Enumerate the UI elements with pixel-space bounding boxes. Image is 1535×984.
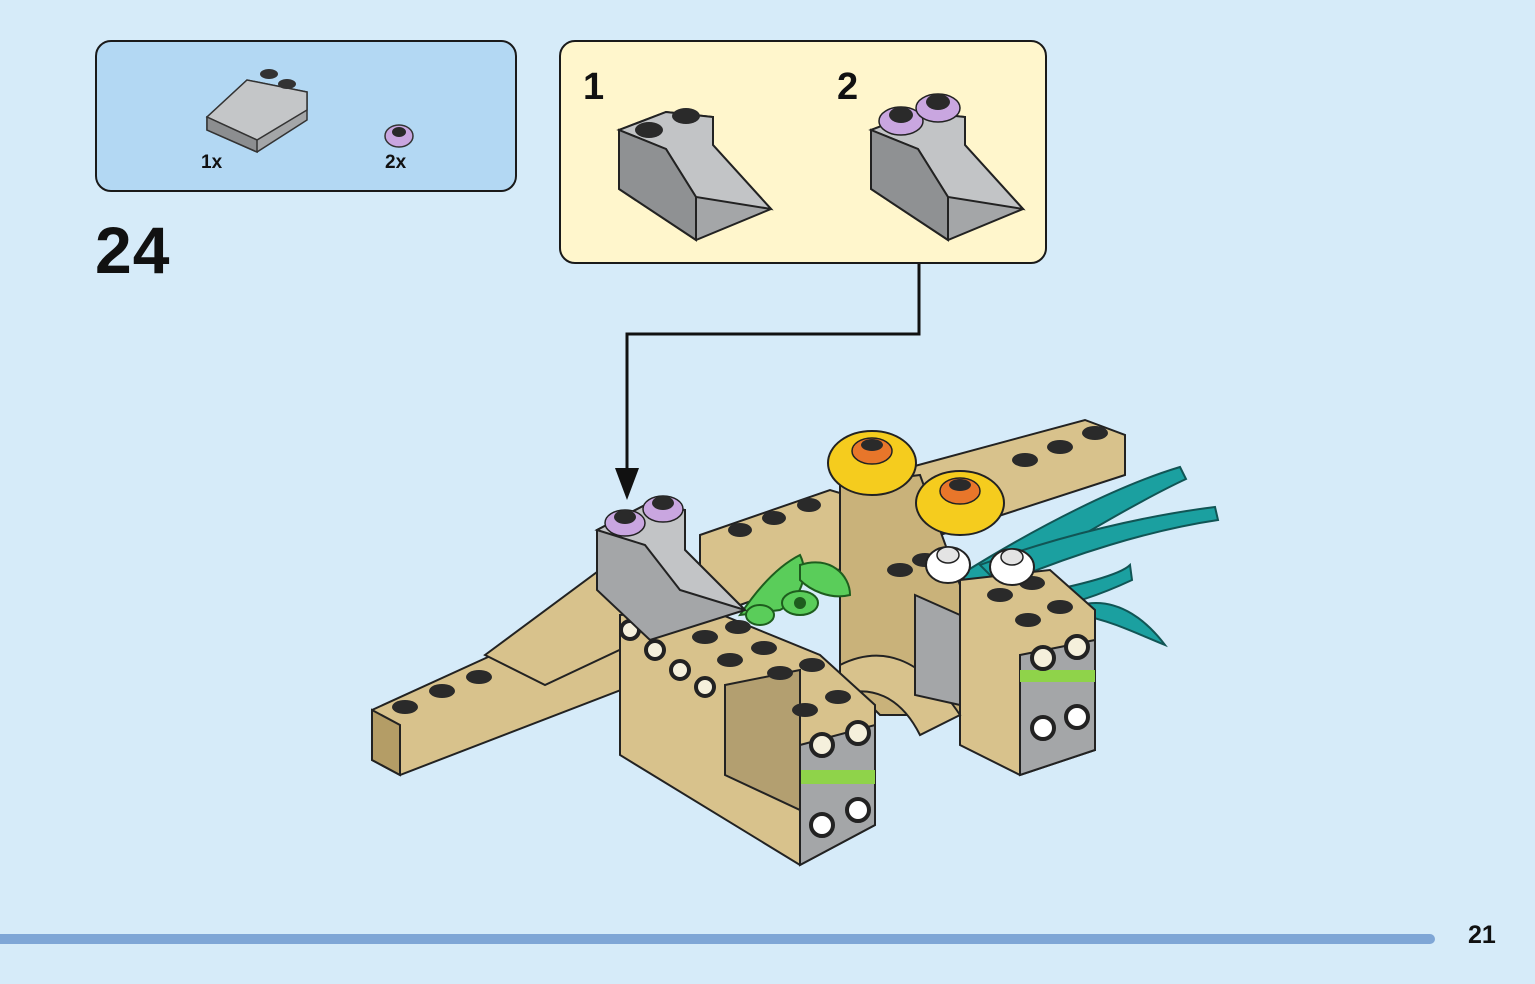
flower-plate-quantity: 2x xyxy=(385,152,407,173)
step-number: 24 xyxy=(95,213,171,287)
sub-step-1-slope-brick-icon xyxy=(616,108,774,242)
sub-step-2-slope-with-flowers-icon xyxy=(868,93,1026,242)
progress-bar xyxy=(0,934,1435,944)
parts-list-box: 1x 2x xyxy=(95,40,517,192)
slope-brick-quantity: 1x xyxy=(201,152,223,173)
sub-step-1-number: 1 xyxy=(583,66,605,108)
model-illustration xyxy=(371,418,1220,867)
sub-assembly-box: 1 2 xyxy=(559,40,1047,264)
slope-brick-icon xyxy=(205,69,308,154)
page-number: 21 xyxy=(1468,921,1496,949)
flower-plate-icon xyxy=(384,124,414,148)
sub-step-2-number: 2 xyxy=(837,66,859,108)
